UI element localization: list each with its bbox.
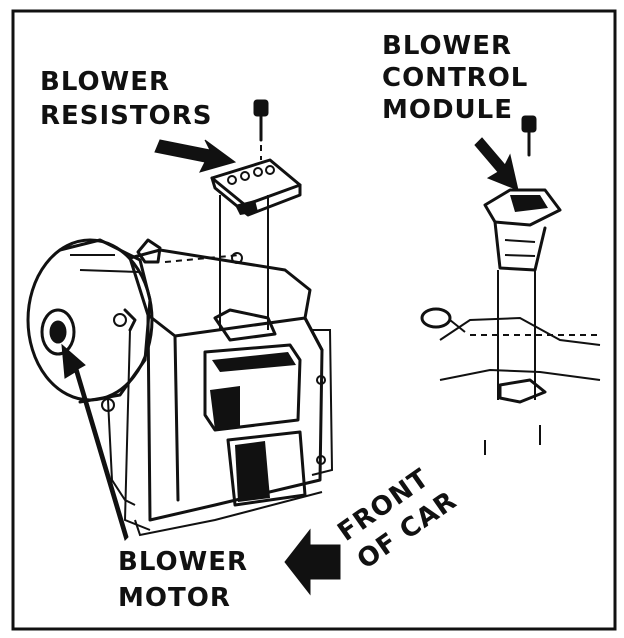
blower-control-module-label: BLOWER CONTROL MODULE xyxy=(382,31,538,125)
blower-control-module-label-line-1: BLOWER xyxy=(382,31,512,61)
blower-motor-label-line-2: MOTOR xyxy=(118,583,231,613)
module-mounting-surface xyxy=(420,307,601,455)
blower-control-module xyxy=(483,188,562,272)
blower-housing xyxy=(123,238,334,537)
blower-resistors-label-line-1: BLOWER xyxy=(40,67,170,97)
blower-resistors-arrow xyxy=(154,139,237,173)
diagram-frame xyxy=(11,9,617,631)
blower-control-module-label-line-3: MODULE xyxy=(382,95,513,125)
blower-motor-arrow xyxy=(61,343,129,541)
resistor-screw xyxy=(253,99,269,142)
blower-control-module-arrow xyxy=(474,137,519,191)
blower-resistor-plate xyxy=(210,158,302,217)
blower-resistors-label: BLOWER RESISTORS xyxy=(40,67,213,131)
front-of-car-label: FRONT OF CAR xyxy=(332,457,462,575)
blower-resistors-label-line-2: RESISTORS xyxy=(40,101,213,131)
blower-motor-label-line-1: BLOWER xyxy=(118,547,248,577)
blower-motor-label: BLOWER MOTOR xyxy=(118,547,258,613)
front-of-car-arrow xyxy=(284,528,341,596)
blower-control-module-label-line-2: CONTROL xyxy=(382,63,528,93)
blower-motor xyxy=(26,238,154,506)
module-screw xyxy=(521,115,537,157)
